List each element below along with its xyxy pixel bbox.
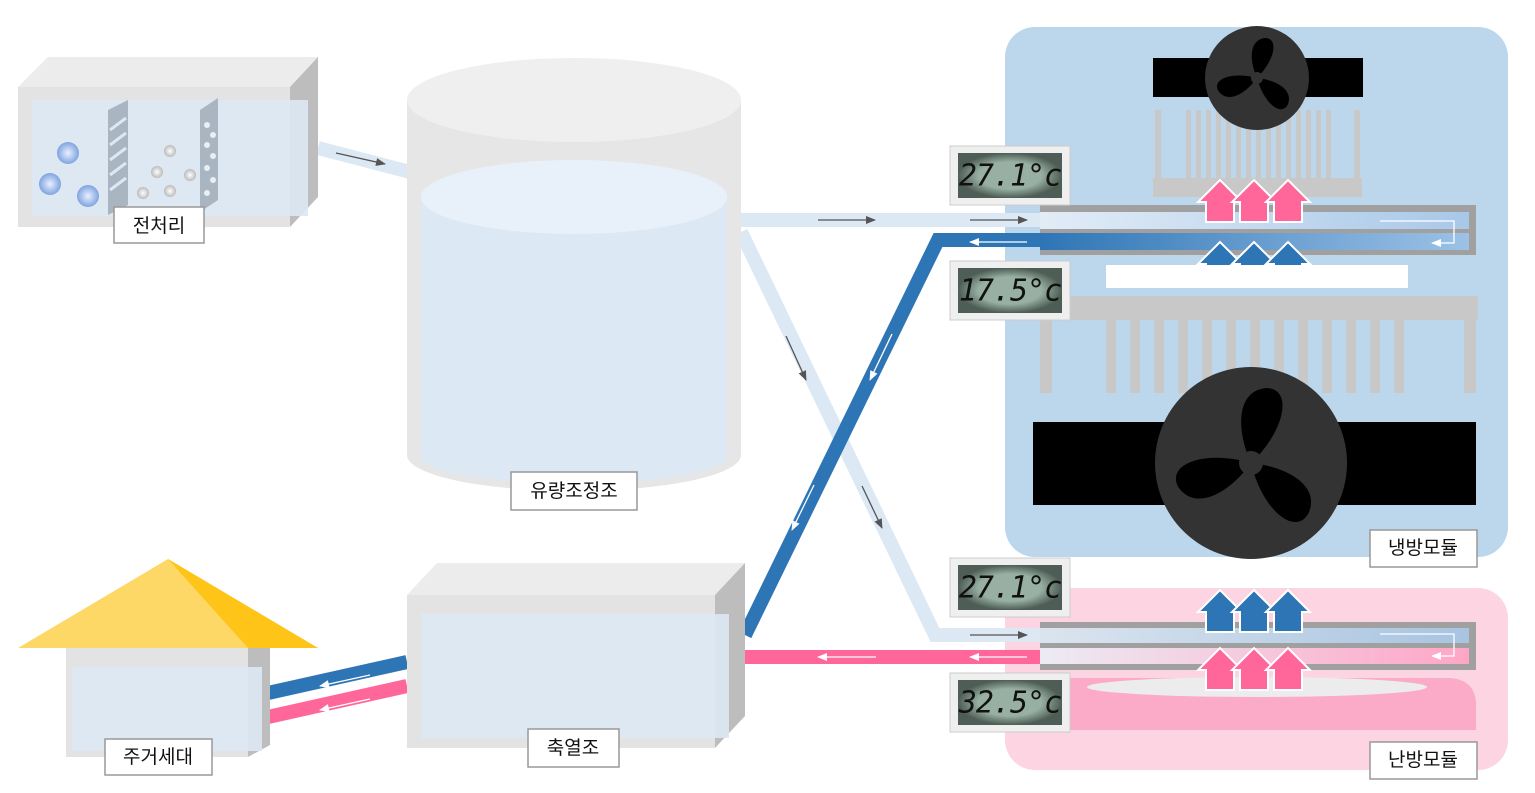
svg-text:32.5°c: 32.5°c bbox=[958, 686, 1061, 721]
heating-module-label: 난방모듈 bbox=[1369, 741, 1478, 780]
svg-text:27.1°c: 27.1°c bbox=[959, 571, 1061, 606]
thermometer-cooling-outlet: 17.5°c bbox=[949, 260, 1071, 321]
flow-adjustment-tank bbox=[407, 58, 741, 491]
svg-text:냉방모듈: 냉방모듈 bbox=[1388, 537, 1458, 559]
thermal-storage-tank bbox=[407, 563, 745, 748]
svg-text:주거세대: 주거세대 bbox=[123, 746, 193, 768]
thermal-storage-label: 축열조 bbox=[527, 728, 620, 768]
svg-text:17.5°c: 17.5°c bbox=[959, 274, 1061, 309]
svg-text:축열조: 축열조 bbox=[547, 737, 599, 759]
bottom-heatsink bbox=[1040, 296, 1478, 393]
thermoelectric-plate bbox=[1106, 265, 1408, 288]
pretreatment-label: 전처리 bbox=[113, 206, 205, 244]
thermometer-heating-inlet: 27.1°c bbox=[949, 557, 1071, 618]
top-fan-assembly bbox=[1153, 26, 1363, 197]
flow-arrows bbox=[319, 152, 1028, 712]
flow-adjustment-tank-label: 유량조정조 bbox=[510, 471, 638, 511]
heating-arrows bbox=[1195, 588, 1313, 691]
bottom-fan-assembly bbox=[1033, 367, 1476, 559]
residence-house bbox=[18, 559, 318, 757]
pretreatment-tank bbox=[18, 57, 318, 227]
svg-text:전처리: 전처리 bbox=[133, 215, 185, 237]
residence-label: 주거세대 bbox=[104, 738, 213, 776]
svg-text:유량조정조: 유량조정조 bbox=[530, 480, 617, 502]
thermometer-heating-outlet: 32.5°c bbox=[949, 672, 1071, 733]
svg-text:27.1°c: 27.1°c bbox=[959, 159, 1061, 194]
thermometer-cooling-inlet: 27.1°c bbox=[949, 145, 1071, 206]
cooling-module-label: 냉방모듈 bbox=[1369, 529, 1478, 568]
svg-text:난방모듈: 난방모듈 bbox=[1388, 749, 1458, 771]
